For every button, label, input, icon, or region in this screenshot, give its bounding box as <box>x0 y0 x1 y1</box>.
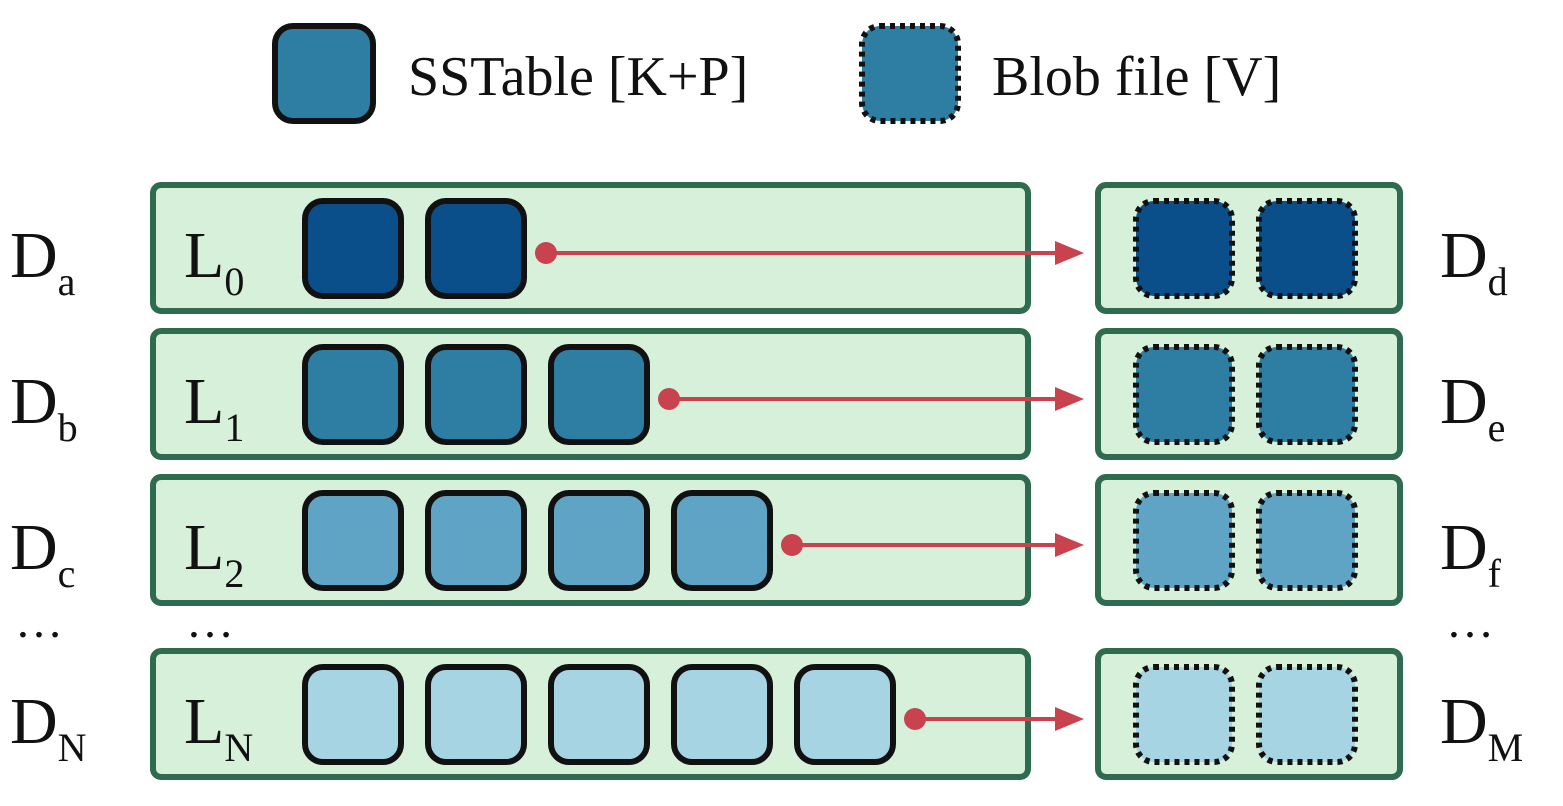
right-device-base: D <box>1440 219 1488 292</box>
right-device-base: D <box>1440 365 1488 438</box>
left-device-label: DN <box>10 685 87 770</box>
left-device-base: D <box>10 219 58 292</box>
level-label: L0 <box>184 219 244 304</box>
blob-file-box <box>1256 490 1358 591</box>
sstable-box <box>302 490 404 591</box>
right-device-label: Df <box>1440 511 1502 596</box>
right-device-subscript: M <box>1488 725 1524 770</box>
arrow-head <box>1055 241 1084 265</box>
sstable-box <box>425 664 527 765</box>
left-device-base: D <box>10 511 58 584</box>
legend-blob-swatch <box>859 23 961 124</box>
level-label-subscript: 0 <box>224 259 244 304</box>
arrow-head <box>1055 533 1084 557</box>
level-label: L2 <box>184 511 244 596</box>
level-label-subscript: 2 <box>224 551 244 596</box>
left-device-base: D <box>10 685 58 758</box>
blob-file-box <box>1133 198 1235 299</box>
right-device-subscript: d <box>1488 259 1508 304</box>
arrow-head <box>1055 707 1084 731</box>
sstable-box <box>671 490 773 591</box>
level-label-base: L <box>184 511 224 584</box>
sstable-box <box>302 198 404 299</box>
legend-sstable-swatch <box>272 23 376 124</box>
ellipsis-left: … <box>15 595 63 648</box>
left-device-base: D <box>10 365 58 438</box>
right-device-subscript: e <box>1488 405 1506 450</box>
left-device-subscript: a <box>58 259 76 304</box>
sstable-box <box>671 664 773 765</box>
level-row-container <box>150 182 1031 314</box>
level-label-base: L <box>184 365 224 438</box>
sstable-box <box>548 664 650 765</box>
blob-file-box <box>1133 344 1235 445</box>
blob-file-box <box>1133 490 1235 591</box>
level-label-base: L <box>184 685 224 758</box>
level-label: LN <box>184 685 253 770</box>
legend-sstable-label: SSTable [K+P] <box>408 46 748 108</box>
arrow-head <box>1055 387 1084 411</box>
sstable-box <box>548 344 650 445</box>
ellipsis-row: … … … <box>15 595 1494 648</box>
level-label-subscript: N <box>224 725 253 770</box>
sstable-box <box>302 344 404 445</box>
sstable-box <box>794 664 896 765</box>
sstable-box <box>425 490 527 591</box>
level-label-base: L <box>184 219 224 292</box>
right-device-label: DM <box>1440 685 1523 770</box>
level-row: Da L0 Dd <box>10 182 1508 314</box>
legend: SSTable [K+P] Blob file [V] <box>272 23 1281 124</box>
level-row: Dc L2 Df <box>10 474 1502 606</box>
legend-blob-label: Blob file [V] <box>992 46 1281 108</box>
sstable-box <box>548 490 650 591</box>
right-device-base: D <box>1440 685 1488 758</box>
blob-file-box <box>1256 344 1358 445</box>
left-device-label: Da <box>10 219 76 304</box>
sstable-box <box>425 344 527 445</box>
right-device-base: D <box>1440 511 1488 584</box>
right-device-subscript: f <box>1488 551 1502 596</box>
level-label-subscript: 1 <box>224 405 244 450</box>
blob-file-box <box>1256 664 1358 765</box>
sstable-box <box>425 198 527 299</box>
level-label: L1 <box>184 365 244 450</box>
ellipsis-level: … <box>186 595 234 648</box>
right-device-label: Dd <box>1440 219 1508 304</box>
left-device-label: Db <box>10 365 78 450</box>
left-device-subscript: c <box>58 551 76 596</box>
level-row: Db L1 De <box>10 328 1505 460</box>
blob-file-box <box>1133 664 1235 765</box>
sstable-box <box>302 664 404 765</box>
blob-file-box <box>1256 198 1358 299</box>
ellipsis-right: … <box>1446 595 1494 648</box>
left-device-subscript: b <box>58 405 78 450</box>
left-device-subscript: N <box>58 725 87 770</box>
left-device-label: Dc <box>10 511 75 596</box>
right-device-label: De <box>1440 365 1505 450</box>
